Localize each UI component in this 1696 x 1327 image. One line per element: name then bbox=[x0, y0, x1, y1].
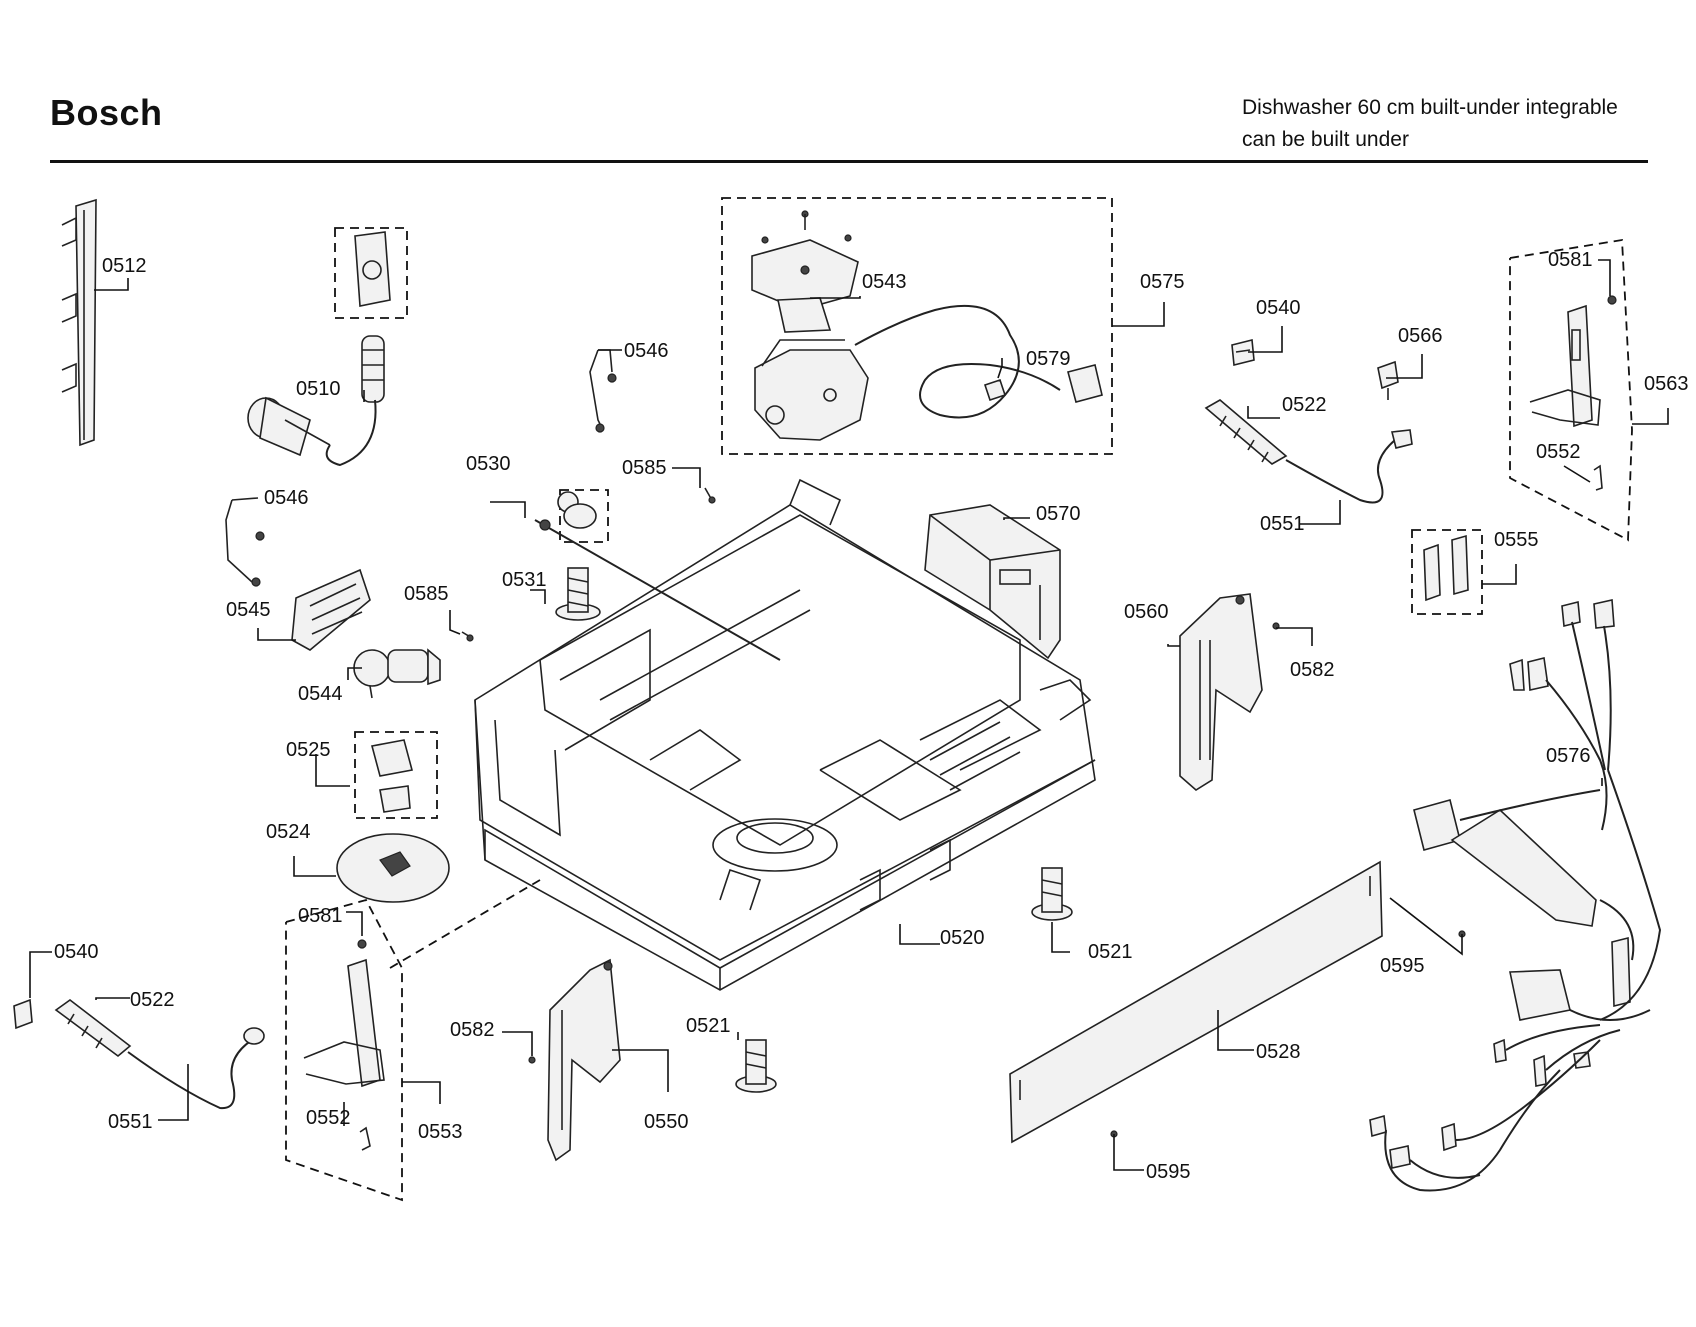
label-0528: 0528 bbox=[1256, 1041, 1301, 1063]
part-0585-screw-upper bbox=[704, 487, 716, 504]
label-0595-upper: 0595 bbox=[1380, 955, 1425, 977]
part-0521-foot-right bbox=[1031, 867, 1073, 921]
label-0570: 0570 bbox=[1036, 503, 1081, 525]
label-0560: 0560 bbox=[1124, 601, 1169, 623]
label-0595-lower: 0595 bbox=[1146, 1161, 1191, 1183]
brand-title: Bosch bbox=[50, 92, 163, 133]
label-0522-lower: 0522 bbox=[130, 989, 175, 1011]
model-description-line-2: can be built under bbox=[1242, 128, 1409, 151]
label-0525: 0525 bbox=[286, 739, 331, 761]
label-0540-lower: 0540 bbox=[54, 941, 99, 963]
label-0540-upper: 0540 bbox=[1256, 297, 1301, 319]
part-0553-hinge-lower bbox=[303, 939, 385, 1151]
label-0546-upper: 0546 bbox=[624, 340, 669, 362]
part-0551-cable-upper bbox=[1285, 429, 1413, 504]
model-description-line-1: Dishwasher 60 cm built-under integrable bbox=[1242, 96, 1618, 119]
part-0540-clip-upper bbox=[1231, 338, 1255, 367]
label-0563: 0563 bbox=[1644, 373, 1689, 395]
part-0521-foot-center bbox=[735, 1039, 777, 1093]
label-0551-lower: 0551 bbox=[108, 1111, 153, 1133]
label-0585-upper: 0585 bbox=[622, 457, 667, 479]
label-0521-center: 0521 bbox=[686, 1015, 731, 1037]
label-0552-lower: 0552 bbox=[306, 1107, 351, 1129]
part-0522-spring-lower bbox=[54, 999, 132, 1058]
group-box-0563 bbox=[1509, 238, 1633, 542]
label-0546-lower: 0546 bbox=[264, 487, 309, 509]
label-0512: 0512 bbox=[102, 255, 147, 277]
part-0544-drain-pump bbox=[353, 648, 441, 699]
label-0524: 0524 bbox=[266, 821, 311, 843]
group-box-0530 bbox=[559, 489, 609, 543]
part-0550-hinge-right bbox=[528, 958, 621, 1162]
part-0522-spring-upper bbox=[1204, 399, 1288, 465]
label-0579: 0579 bbox=[1026, 348, 1071, 370]
part-0563-hinge-upper bbox=[1529, 295, 1617, 491]
label-0582-upper: 0582 bbox=[1290, 659, 1335, 681]
label-0521-right: 0521 bbox=[1088, 941, 1133, 963]
label-0552-upper: 0552 bbox=[1536, 441, 1581, 463]
part-0512-rail bbox=[61, 198, 97, 447]
label-0555: 0555 bbox=[1494, 529, 1539, 551]
label-0520: 0520 bbox=[940, 927, 985, 949]
part-0585-screw-lower bbox=[461, 631, 474, 642]
label-0576: 0576 bbox=[1546, 745, 1591, 767]
part-0510-valve bbox=[247, 231, 391, 467]
label-0551-upper: 0551 bbox=[1260, 513, 1305, 535]
leader-lines bbox=[29, 259, 1669, 1171]
group-box-0555 bbox=[1411, 529, 1483, 615]
label-0543: 0543 bbox=[862, 271, 907, 293]
label-0544: 0544 bbox=[298, 683, 343, 705]
label-0550: 0550 bbox=[644, 1111, 689, 1133]
part-0531-foot bbox=[555, 567, 601, 621]
part-0546-clip-upper bbox=[589, 349, 617, 433]
label-0582-lower: 0582 bbox=[450, 1019, 495, 1041]
label-0581-upper: 0581 bbox=[1548, 249, 1593, 271]
group-box-0553 bbox=[285, 898, 403, 1202]
part-0530-spray-arm bbox=[534, 491, 781, 661]
label-0553: 0553 bbox=[418, 1121, 463, 1143]
part-0575-pump-assembly bbox=[751, 210, 1103, 441]
part-labels: 0512 0510 0546 0543 0575 0579 0540 0566 … bbox=[54, 249, 1689, 1183]
group-box-0510 bbox=[334, 227, 408, 319]
label-0531: 0531 bbox=[502, 569, 547, 591]
part-0525-switch bbox=[371, 739, 413, 813]
header-rule bbox=[50, 160, 1648, 163]
model-description: Dishwasher 60 cm built-under integrable … bbox=[1242, 92, 1618, 156]
label-0581-lower: 0581 bbox=[298, 905, 343, 927]
part-0545-bracket bbox=[291, 568, 371, 651]
label-0522-upper: 0522 bbox=[1282, 394, 1327, 416]
part-0524-disc bbox=[336, 833, 450, 903]
part-0555-clips bbox=[1423, 534, 1469, 602]
part-0560-hinge-left bbox=[1179, 593, 1280, 791]
base-assembly-0520 bbox=[474, 478, 1096, 991]
part-0540-clip-lower bbox=[13, 998, 33, 1030]
label-0530: 0530 bbox=[466, 453, 511, 475]
label-0585-lower: 0585 bbox=[404, 583, 449, 605]
part-0570-control-module bbox=[924, 504, 1061, 660]
label-0510: 0510 bbox=[296, 378, 341, 400]
label-0575: 0575 bbox=[1140, 271, 1185, 293]
part-0551-cable-lower bbox=[127, 1027, 265, 1110]
part-0576-wiring-harness bbox=[1369, 599, 1662, 1192]
part-0566-sensor bbox=[1377, 360, 1399, 400]
label-0566: 0566 bbox=[1398, 325, 1443, 347]
part-0546-clip-lower bbox=[225, 497, 265, 587]
label-0545: 0545 bbox=[226, 599, 271, 621]
group-box-0525 bbox=[354, 731, 438, 819]
